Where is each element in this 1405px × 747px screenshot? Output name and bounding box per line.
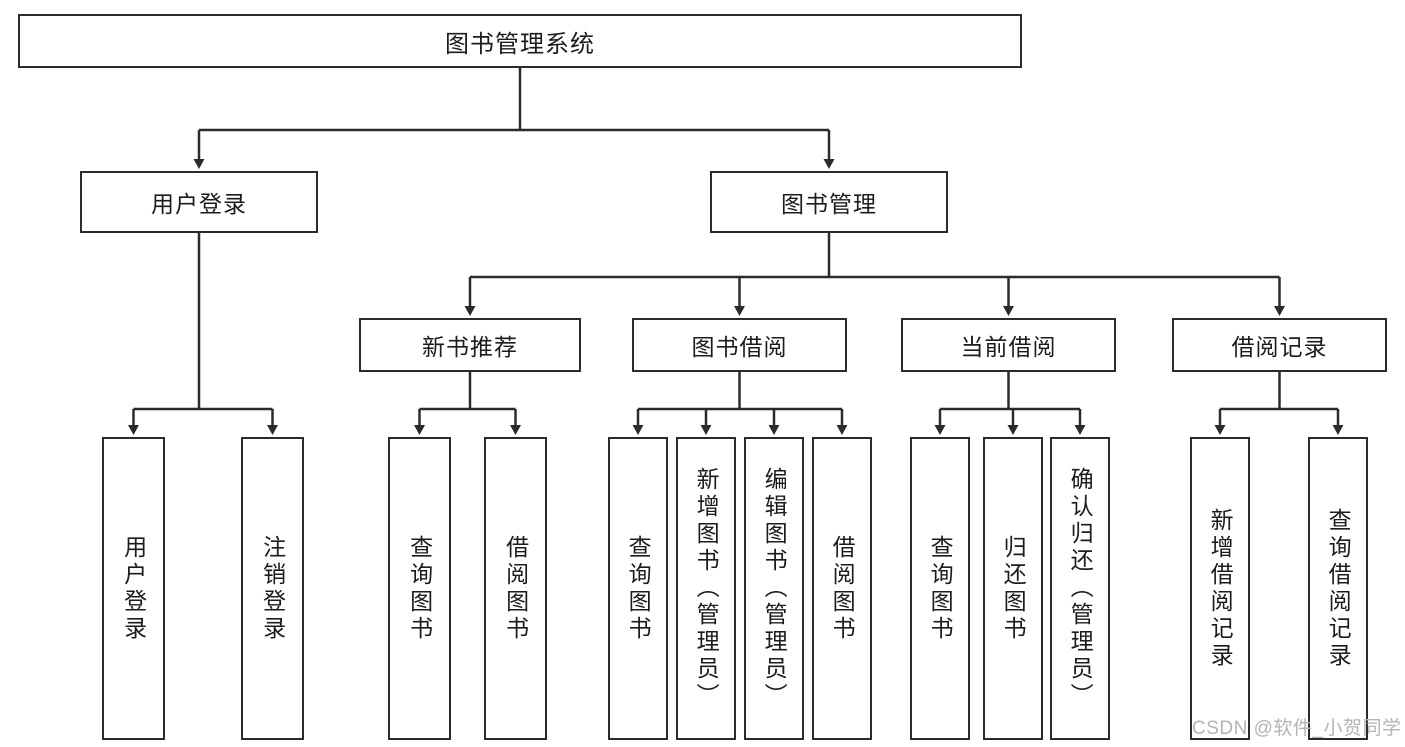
node-leaf-add-book[interactable]: 新增图书（管理员） [676, 437, 736, 740]
node-leaf-borrow-book-new[interactable]: 借阅图书 [484, 437, 547, 740]
csdn-watermark: CSDN @软件_小贺同学 [1192, 718, 1402, 739]
node-label: 查询借阅记录 [1325, 507, 1352, 670]
node-borrow-record[interactable]: 借阅记录 [1172, 318, 1387, 372]
node-leaf-query-book-borrow[interactable]: 查询图书 [608, 437, 668, 740]
node-root-book-management-system[interactable]: 图书管理系统 [18, 14, 1022, 68]
node-label: 新增借阅记录 [1207, 507, 1234, 670]
node-label: 图书管理 [781, 191, 877, 217]
node-label: 借阅图书 [829, 534, 856, 643]
node-leaf-return-book[interactable]: 归还图书 [983, 437, 1043, 740]
node-label: 图书借阅 [691, 334, 788, 360]
node-label: 新增图书（管理员） [693, 467, 720, 710]
node-label: 归还图书 [1000, 534, 1027, 643]
node-label: 编辑图书（管理员） [761, 467, 788, 710]
node-label: 借阅图书 [502, 534, 529, 643]
node-label: 新书推荐 [422, 334, 518, 360]
node-leaf-query-book-current[interactable]: 查询图书 [910, 437, 970, 740]
node-label: 注销登录 [259, 534, 286, 643]
node-label: 当前借阅 [960, 334, 1057, 360]
node-book-management[interactable]: 图书管理 [710, 171, 948, 233]
node-leaf-confirm-return[interactable]: 确认归还（管理员） [1050, 437, 1110, 740]
node-label: 查询图书 [927, 534, 954, 643]
node-leaf-logout[interactable]: 注销登录 [241, 437, 304, 740]
node-label: 查询图书 [625, 534, 652, 643]
node-label: 用户登录 [151, 191, 247, 217]
node-leaf-query-book-new[interactable]: 查询图书 [388, 437, 451, 740]
node-label: 查询图书 [406, 534, 433, 643]
node-leaf-user-login[interactable]: 用户登录 [102, 437, 165, 740]
node-label: 借阅记录 [1231, 334, 1328, 360]
node-leaf-add-record[interactable]: 新增借阅记录 [1190, 437, 1250, 740]
node-label: 确认归还（管理员） [1067, 467, 1094, 710]
node-book-borrow[interactable]: 图书借阅 [632, 318, 847, 372]
node-label: 图书管理系统 [445, 30, 595, 58]
node-new-book-recommend[interactable]: 新书推荐 [359, 318, 581, 372]
node-current-borrow[interactable]: 当前借阅 [901, 318, 1116, 372]
node-leaf-borrow-book[interactable]: 借阅图书 [812, 437, 872, 740]
node-leaf-edit-book[interactable]: 编辑图书（管理员） [744, 437, 804, 740]
node-label: 用户登录 [120, 534, 147, 643]
node-leaf-query-record[interactable]: 查询借阅记录 [1308, 437, 1368, 740]
node-user-login[interactable]: 用户登录 [80, 171, 318, 233]
